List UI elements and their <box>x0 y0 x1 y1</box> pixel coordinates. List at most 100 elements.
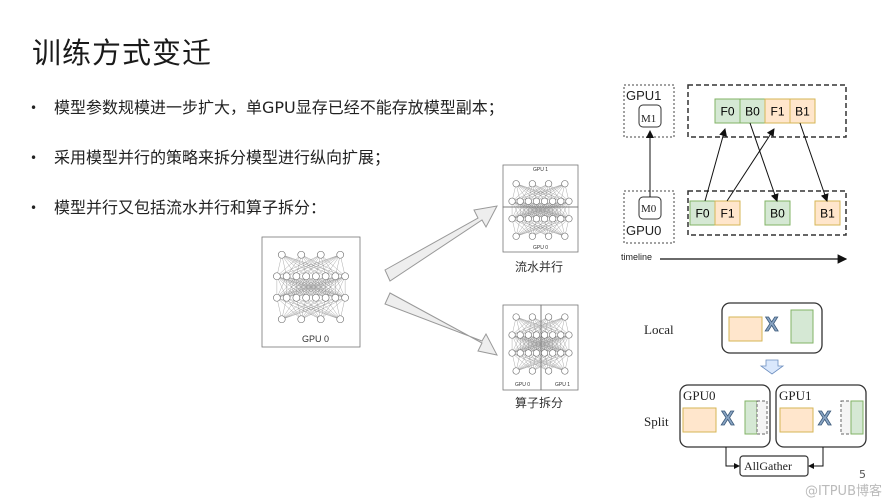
network-node <box>545 232 553 240</box>
local-matrix-a <box>728 316 763 342</box>
network-edge <box>320 297 336 320</box>
network-node <box>321 293 330 302</box>
network-edge <box>544 201 570 219</box>
model0-label: M0 <box>641 203 657 215</box>
network-node <box>561 180 569 188</box>
network-node <box>516 215 524 223</box>
network-edge <box>536 183 565 202</box>
bullet-item: 模型参数规模进一步扩大，单GPU显存已经不能存放模型副本； <box>30 96 504 146</box>
network-edge <box>532 218 561 237</box>
gpu0-timeline-box <box>687 190 847 236</box>
pipeline-block-label: F0 <box>695 207 709 221</box>
network-node <box>331 293 340 302</box>
pipeline-block-label: B0 <box>745 105 760 119</box>
network-edge <box>532 352 570 372</box>
network-edge <box>276 276 326 298</box>
network-node <box>561 367 569 375</box>
network-node <box>312 293 320 302</box>
network-edge <box>276 254 321 277</box>
network-edge <box>552 334 570 354</box>
network-edge <box>552 183 566 202</box>
network-node <box>316 250 325 259</box>
network-edge <box>552 201 570 219</box>
watermark: @ITPUB博客 <box>804 484 882 499</box>
network-edge <box>296 254 341 277</box>
network-edge <box>511 183 533 202</box>
pipeline-block-label: F1 <box>770 105 784 119</box>
network-node <box>336 250 345 259</box>
network-node <box>541 197 549 205</box>
network-edge <box>296 276 346 298</box>
network-edge <box>544 183 565 202</box>
network-node <box>524 349 532 357</box>
gpu0-matrix-a <box>682 407 717 433</box>
network-node <box>549 331 557 339</box>
network-edge <box>281 297 297 320</box>
network-node <box>541 349 549 357</box>
network-edge <box>276 276 287 298</box>
network-node <box>516 349 524 357</box>
pipeline-block-label: F1 <box>720 207 734 221</box>
network-edge <box>516 218 545 237</box>
network-edge <box>516 352 545 372</box>
arrow-to-operator-split <box>384 292 498 356</box>
network-node <box>528 180 536 188</box>
network-node <box>565 331 573 339</box>
network-edge <box>325 276 346 298</box>
network-node <box>336 315 345 324</box>
split-gpu1-label: GPU1 <box>779 388 812 403</box>
network-node <box>292 272 301 281</box>
network-edge <box>548 218 570 237</box>
split-diagram <box>679 302 867 477</box>
network-edge <box>281 297 316 320</box>
network-node <box>508 331 516 339</box>
network-node <box>512 180 520 188</box>
network-node <box>273 272 281 281</box>
network-node <box>331 272 340 281</box>
network-edge <box>520 316 549 336</box>
network-node <box>277 250 286 259</box>
model1-box <box>638 104 662 128</box>
network-edge <box>286 254 321 277</box>
network-edge <box>320 297 346 320</box>
network-edge <box>516 218 553 237</box>
network-node <box>512 232 520 240</box>
gpu0-matrix-b-missing <box>756 400 768 435</box>
network-node <box>512 367 520 375</box>
network-edge <box>276 254 302 277</box>
network-node <box>297 315 306 324</box>
network-node <box>549 349 557 357</box>
pipeline-block-label: F0 <box>720 105 734 119</box>
network-edge <box>511 183 549 202</box>
network-edge <box>281 297 307 320</box>
network-edge <box>528 183 565 202</box>
model1-label: M1 <box>641 113 657 125</box>
network-node <box>516 197 524 205</box>
single-gpu-frame <box>261 236 361 348</box>
network-node <box>516 331 524 339</box>
network-edge <box>515 352 529 372</box>
network-node <box>532 215 540 223</box>
network-node <box>545 367 553 375</box>
network-node <box>292 293 301 302</box>
bullet-list: 模型参数规模进一步扩大，单GPU显存已经不能存放模型副本； 采用模型并行的策略来… <box>30 96 504 246</box>
network-node <box>528 232 536 240</box>
network-node <box>302 272 310 281</box>
f1-transfer-arrow <box>726 128 775 202</box>
network-edge <box>301 297 336 320</box>
network-edge <box>516 352 553 372</box>
pipeline-block <box>789 98 816 124</box>
gpu0-label: GPU 0 <box>302 334 330 344</box>
network-edge <box>511 334 537 354</box>
b0-transfer-arrow <box>749 122 779 202</box>
network-node <box>541 215 549 223</box>
network-node <box>273 293 281 302</box>
network-edge <box>511 201 537 219</box>
network-node <box>277 315 286 324</box>
local-label: Local <box>644 322 674 337</box>
network-node <box>557 215 565 223</box>
pipeline-block <box>814 200 841 226</box>
network-node <box>565 349 573 357</box>
network-edge <box>281 297 326 320</box>
